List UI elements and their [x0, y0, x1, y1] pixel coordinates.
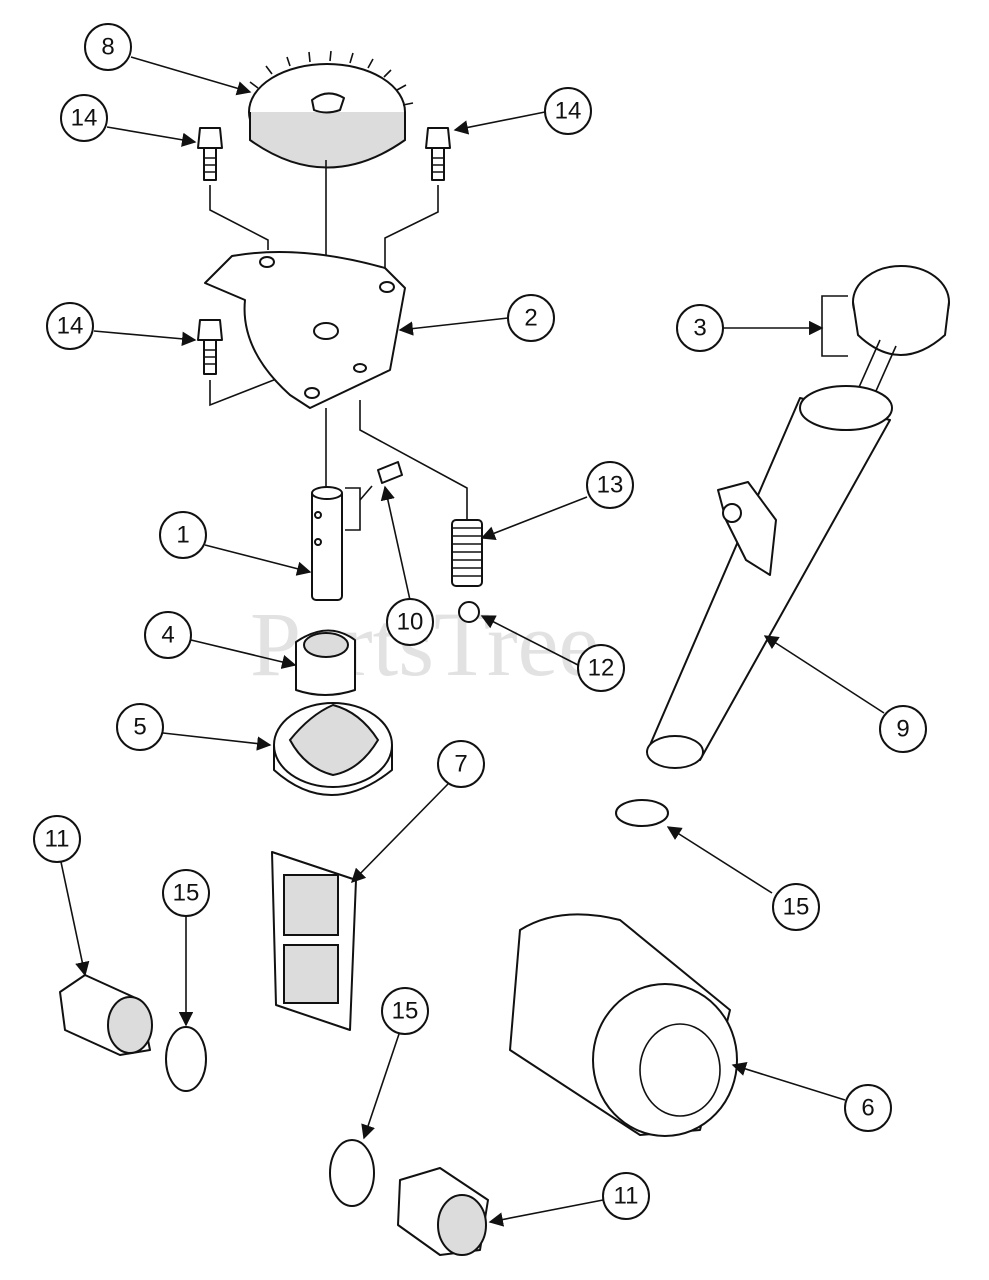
- callout-6: 6: [844, 1084, 892, 1132]
- svg-text:4: 4: [161, 622, 174, 649]
- callout-2: 2: [507, 294, 555, 342]
- callout-5: 5: [116, 703, 164, 751]
- svg-text:14: 14: [57, 313, 84, 340]
- o-ring-part-left: [165, 1026, 207, 1092]
- svg-text:3: 3: [693, 315, 706, 342]
- callout-14-left: 14: [46, 302, 94, 350]
- svg-text:13: 13: [597, 472, 624, 499]
- bolt-part-top-right: [384, 127, 451, 285]
- dipstick-tube-part: [646, 385, 893, 769]
- callout-3: 3: [676, 304, 724, 352]
- callout-13: 13: [586, 461, 634, 509]
- callout-12: 12: [577, 644, 625, 692]
- svg-text:5: 5: [133, 714, 146, 741]
- callout-9: 9: [879, 705, 927, 753]
- svg-text:10: 10: [397, 609, 424, 636]
- dipstick-part: [821, 265, 950, 437]
- callout-15-left: 15: [162, 869, 210, 917]
- callout-14-top-left: 14: [60, 94, 108, 142]
- svg-text:12: 12: [588, 655, 615, 682]
- bolt-part-top-left: [197, 127, 269, 250]
- drain-plug-part-bottom: [397, 1167, 489, 1256]
- svg-text:14: 14: [71, 105, 98, 132]
- o-ring-part-bottom: [329, 1139, 375, 1207]
- callout-7: 7: [437, 740, 485, 788]
- callout-11-left: 11: [33, 815, 81, 863]
- oil-filter-part: [509, 913, 738, 1137]
- svg-text:6: 6: [861, 1095, 874, 1122]
- callout-8: 8: [84, 23, 132, 71]
- svg-text:1: 1: [176, 522, 189, 549]
- svg-text:15: 15: [392, 998, 419, 1025]
- svg-text:11: 11: [45, 826, 70, 853]
- oil-screen-part: [271, 851, 357, 1031]
- spring-part: [451, 519, 483, 587]
- pump-shaft: [311, 486, 361, 601]
- svg-text:2: 2: [524, 305, 537, 332]
- svg-text:9: 9: [896, 716, 909, 743]
- callout-10: 10: [386, 598, 434, 646]
- pump-cover-plate: [204, 251, 468, 520]
- callout-14-top-right: 14: [544, 87, 592, 135]
- svg-text:14: 14: [555, 98, 582, 125]
- svg-text:15: 15: [173, 880, 200, 907]
- callout-15-right: 15: [772, 883, 820, 931]
- drain-plug-part-left: [59, 974, 153, 1056]
- callout-4: 4: [144, 611, 192, 659]
- check-ball-part: [458, 601, 480, 623]
- leader-lines: [60, 56, 885, 1227]
- callout-15-bottom: 15: [381, 987, 429, 1035]
- callout-1: 1: [159, 511, 207, 559]
- gear-part: [248, 50, 414, 330]
- outer-rotor-part: [273, 702, 393, 796]
- inner-rotor-part: [295, 629, 356, 696]
- svg-text:11: 11: [614, 1183, 639, 1210]
- callout-11-bottom: 11: [602, 1172, 650, 1220]
- svg-text:8: 8: [101, 34, 114, 61]
- o-ring-part-right: [615, 799, 669, 827]
- svg-text:15: 15: [783, 894, 810, 921]
- svg-text:7: 7: [454, 751, 467, 778]
- pin-part: [359, 461, 403, 501]
